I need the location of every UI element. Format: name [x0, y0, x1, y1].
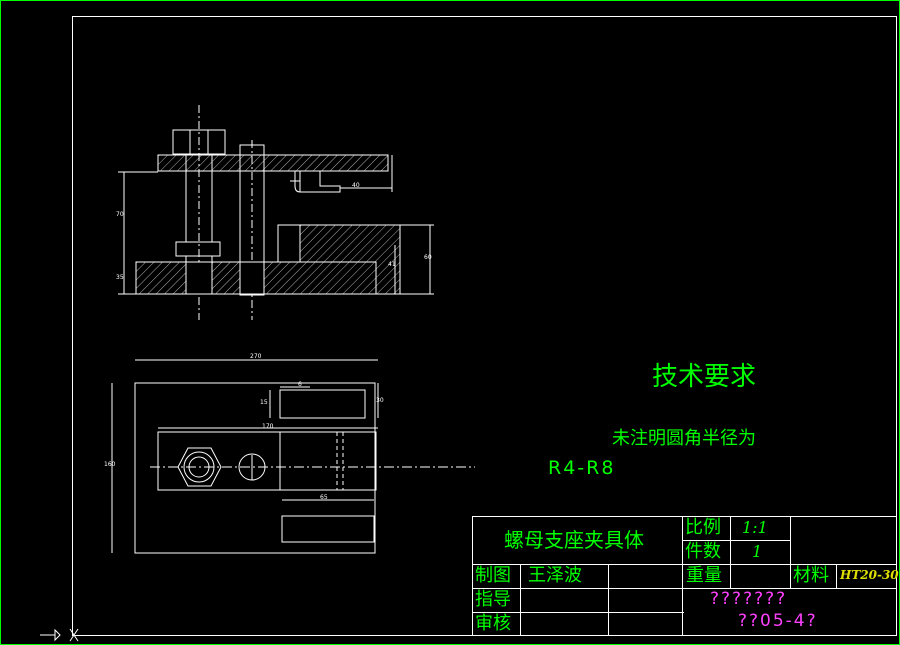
dim-60: 60	[424, 254, 432, 261]
drawn-label: 制图	[475, 565, 511, 586]
part-name: 螺母支座夹具体	[504, 528, 644, 552]
instructor-label: 指导	[475, 589, 511, 610]
top-view	[111, 359, 475, 554]
origin-cross-icon	[69, 628, 79, 642]
tech-requirements-note: 未注明圆角半径为	[612, 428, 756, 449]
fillet-radius-spec: R4-R8	[548, 457, 616, 479]
weight-label: 重量	[686, 565, 722, 586]
scale-value: 1:1	[742, 518, 768, 537]
dim-160: 160	[104, 461, 116, 468]
tech-requirements-title: 技术要求	[652, 362, 757, 392]
dim-65: 65	[320, 494, 328, 501]
dim-41: 41	[388, 261, 396, 268]
review-label: 审核	[475, 613, 511, 634]
clamp-plate	[157, 154, 389, 172]
drawing-frame	[72, 16, 897, 636]
school-text: ???????	[710, 589, 788, 609]
dim-40: 40	[352, 182, 360, 189]
nut	[175, 241, 221, 257]
quantity-value: 1	[752, 542, 763, 561]
material-value: HT20-30	[840, 568, 899, 582]
dim-35: 35	[116, 274, 124, 281]
dim-6: 6	[298, 381, 302, 388]
top-outline	[134, 382, 376, 554]
material-label: 材料	[793, 565, 829, 586]
drawn-by: 王泽波	[528, 565, 582, 586]
scale-label: 比例	[685, 517, 721, 538]
dim-70: 70	[116, 211, 124, 218]
dim-170: 170	[262, 423, 274, 430]
front-section-view	[118, 105, 434, 320]
origin-arrow-icon	[40, 628, 61, 642]
title-block	[472, 516, 897, 636]
hex-nut-top	[177, 447, 222, 487]
dim-15: 15	[260, 399, 268, 406]
drawing-number: ??05-4?	[738, 611, 818, 631]
dim-30: 30	[376, 397, 384, 404]
quantity-label: 件数	[685, 541, 721, 562]
dim-270: 270	[250, 353, 262, 360]
